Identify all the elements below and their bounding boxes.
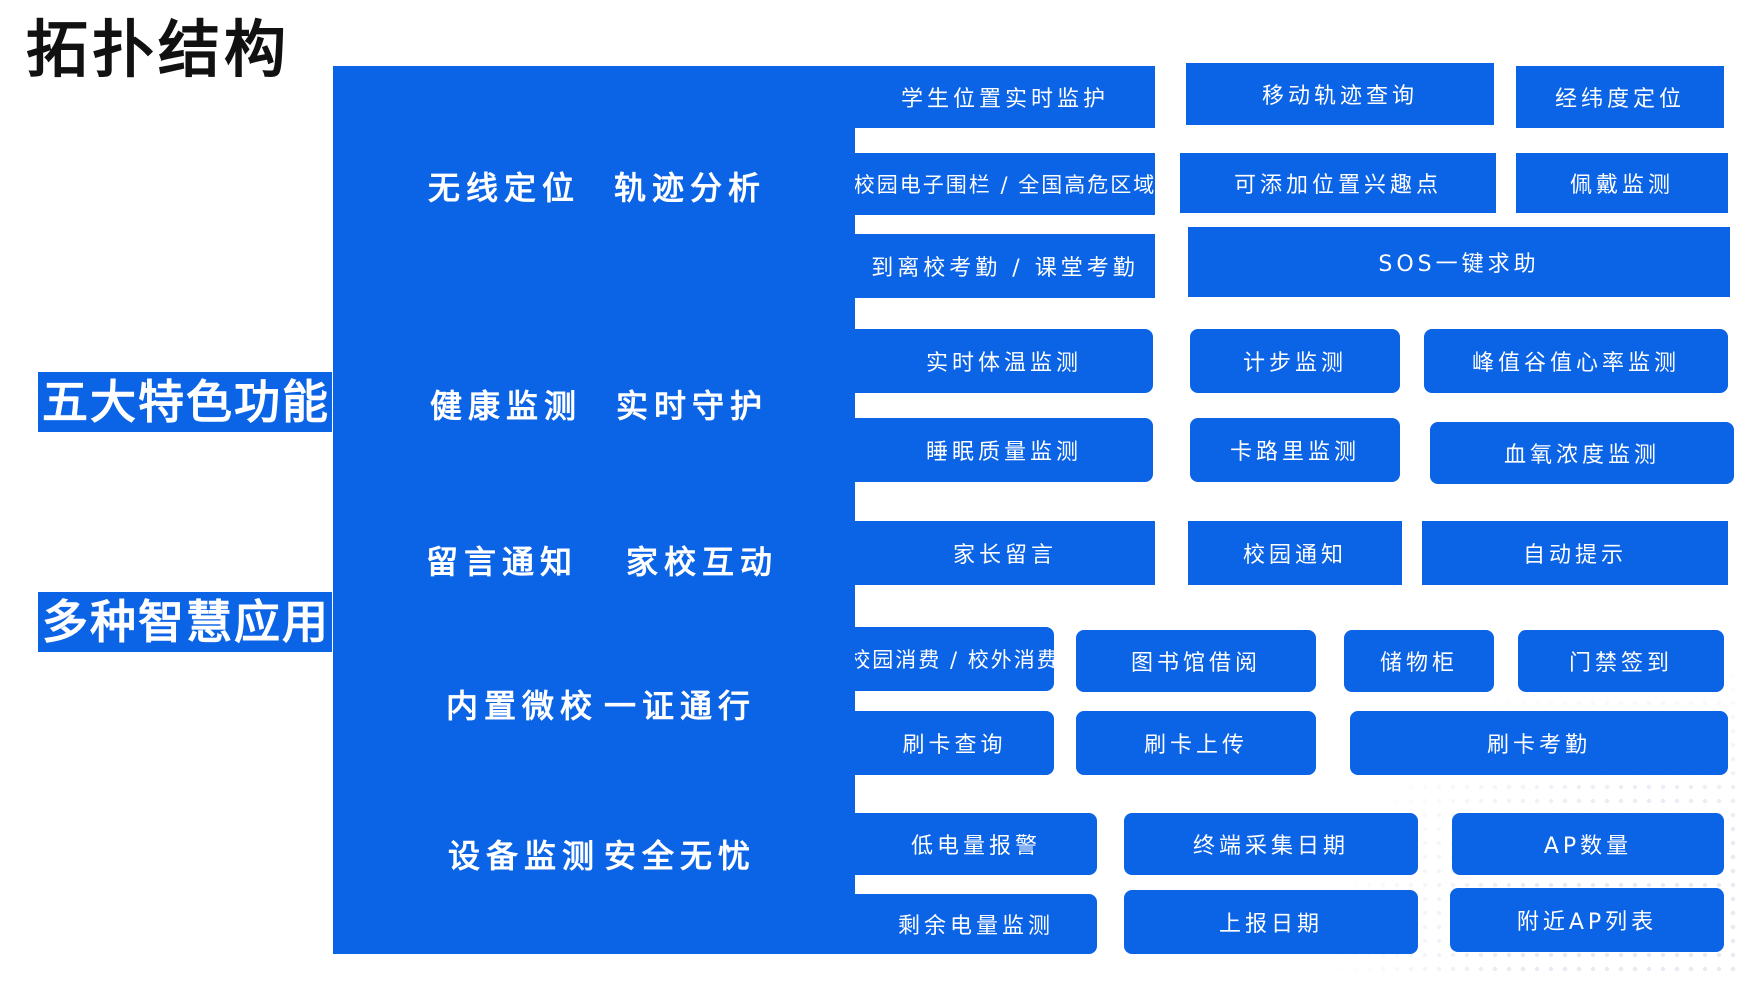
feature-lat-long: 经纬度定位 xyxy=(1516,66,1724,128)
feature-campus-notice: 校园通知 xyxy=(1188,521,1402,585)
category-positioning-right: 轨迹分析 xyxy=(614,169,767,207)
category-campus-left: 内置微校 xyxy=(446,687,599,725)
feature-card-attendance: 刷卡考勤 xyxy=(1350,711,1728,775)
category-messages-right: 家校互动 xyxy=(626,543,779,581)
category-positioning-left: 无线定位 xyxy=(428,169,581,207)
category-device-right: 安全无忧 xyxy=(604,837,757,875)
feature-report-date: 上报日期 xyxy=(1124,890,1418,954)
feature-poi: 可添加位置兴趣点 xyxy=(1180,153,1496,213)
category-campus-right: 一证通行 xyxy=(604,687,757,725)
feature-geofence: 校园电子围栏 / 全国高危区域 xyxy=(855,153,1155,215)
feature-parent-message: 家长留言 xyxy=(855,521,1155,585)
feature-collection-date: 终端采集日期 xyxy=(1124,813,1418,875)
category-panel xyxy=(333,66,855,954)
feature-card-upload: 刷卡上传 xyxy=(1076,711,1316,775)
feature-step-count: 计步监测 xyxy=(1190,329,1400,393)
category-health-right: 实时守护 xyxy=(616,387,769,425)
feature-card-query: 刷卡查询 xyxy=(855,711,1054,775)
category-health-left: 健康监测 xyxy=(430,387,583,425)
feature-blood-oxygen: 血氧浓度监测 xyxy=(1430,422,1734,484)
feature-nearby-ap: 附近AP列表 xyxy=(1450,888,1724,952)
feature-sos: SOS一键求助 xyxy=(1188,227,1730,297)
feature-low-battery: 低电量报警 xyxy=(855,813,1097,875)
feature-locker: 储物柜 xyxy=(1344,630,1494,692)
feature-temperature: 实时体温监测 xyxy=(855,329,1153,393)
category-messages-left: 留言通知 xyxy=(426,543,579,581)
category-device-left: 设备监测 xyxy=(448,837,601,875)
feature-library: 图书馆借阅 xyxy=(1076,630,1316,692)
side-label-applications: 多种智慧应用 xyxy=(38,592,332,652)
feature-ap-count: AP数量 xyxy=(1452,813,1724,875)
feature-student-location: 学生位置实时监护 xyxy=(855,66,1155,128)
feature-door-sign-in: 门禁签到 xyxy=(1518,630,1724,692)
feature-sleep: 睡眠质量监测 xyxy=(855,418,1153,482)
feature-track-query: 移动轨迹查询 xyxy=(1186,63,1494,125)
feature-calorie: 卡路里监测 xyxy=(1190,418,1400,482)
page-title: 拓扑结构 xyxy=(26,13,291,86)
side-label-features: 五大特色功能 xyxy=(38,372,332,432)
feature-attendance: 到离校考勤 / 课堂考勤 xyxy=(855,234,1155,298)
feature-auto-reminder: 自动提示 xyxy=(1422,521,1728,585)
feature-heart-rate: 峰值谷值心率监测 xyxy=(1424,329,1728,393)
feature-wear-detect: 佩戴监测 xyxy=(1516,153,1728,213)
feature-remaining-battery: 剩余电量监测 xyxy=(855,894,1097,954)
feature-consumption: 校园消费 / 校外消费 xyxy=(855,627,1054,691)
